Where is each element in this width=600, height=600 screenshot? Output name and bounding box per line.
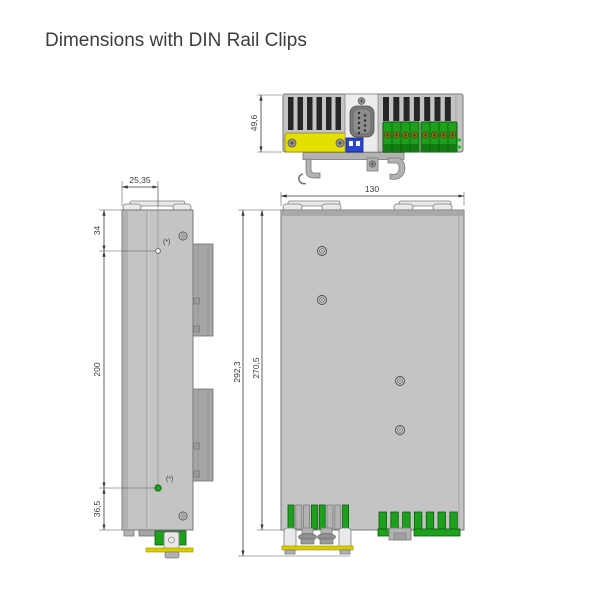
side-upper-label: 34	[92, 226, 102, 236]
side-view: (*) (*) 25,35	[92, 175, 214, 559]
back-height-dimensions: 292,3 270,5	[232, 209, 350, 557]
back-screw-2	[317, 295, 327, 305]
back-view: 130 292,3 270,5	[232, 184, 465, 557]
din-post-screw	[368, 160, 377, 168]
side-foot-base	[145, 547, 194, 553]
side-offset-dimension: 25,35	[121, 175, 159, 206]
terminal-block-left	[382, 121, 420, 153]
mounting-hole-upper	[155, 248, 161, 254]
din-rail-clip-front	[298, 152, 406, 185]
side-bottom-foot	[123, 529, 194, 559]
back-case	[280, 209, 465, 531]
side-screw-bottom	[178, 511, 188, 521]
back-connector-left	[287, 504, 350, 530]
upper-hole-note: (*)	[163, 239, 170, 246]
side-screw-top	[178, 231, 188, 241]
label-screw-left	[287, 138, 297, 148]
dsub-pins	[357, 111, 367, 135]
page-title: Dimensions with DIN Rail Clips	[45, 30, 307, 51]
din-bracket-lower	[192, 388, 214, 482]
din-hook-left	[305, 158, 321, 179]
terminal-block-right	[420, 121, 458, 153]
dip-toggle-1	[349, 141, 353, 146]
yellow-label	[284, 132, 348, 153]
din-bracket-upper	[192, 243, 214, 337]
side-case	[121, 209, 194, 531]
back-case-height-label: 270,5	[251, 357, 261, 379]
back-handle-right	[393, 200, 453, 211]
back-width-label: 130	[365, 184, 379, 194]
dip-toggle-2	[356, 141, 360, 146]
din-hook-right	[387, 157, 406, 180]
side-lower-label: 36,5	[92, 500, 102, 517]
side-height-dimensions: 34 200 36,5	[92, 209, 155, 531]
din-hook-curl	[298, 173, 307, 185]
dip-switch-body	[345, 137, 364, 153]
back-screw-3	[395, 376, 405, 386]
back-screw-4	[395, 425, 405, 435]
front-height-label: 49,6	[249, 114, 259, 131]
lower-hole-note: (*)	[166, 476, 173, 483]
back-overall-height-label: 292,3	[232, 361, 242, 383]
back-feet	[281, 527, 412, 555]
side-offset-label: 25,35	[129, 175, 151, 185]
back-screw-1	[317, 246, 327, 256]
side-middle-label: 200	[92, 362, 102, 376]
front-view: 49,6	[249, 93, 464, 185]
led-indicator-1	[457, 138, 462, 142]
back-width-dimension: 130	[280, 184, 465, 206]
label-screw-right	[335, 138, 345, 148]
front-height-dimension: 49,6	[249, 94, 282, 153]
back-foot-base	[281, 545, 354, 551]
vent-slots-left	[288, 97, 341, 130]
vent-slots-right	[383, 97, 451, 121]
side-top-handle	[122, 200, 192, 211]
led-indicator-2	[457, 145, 462, 149]
dsub-screw	[357, 97, 366, 105]
back-handle-left	[282, 200, 342, 211]
mounting-hole-lower	[154, 484, 162, 492]
dip-switch	[345, 137, 364, 153]
